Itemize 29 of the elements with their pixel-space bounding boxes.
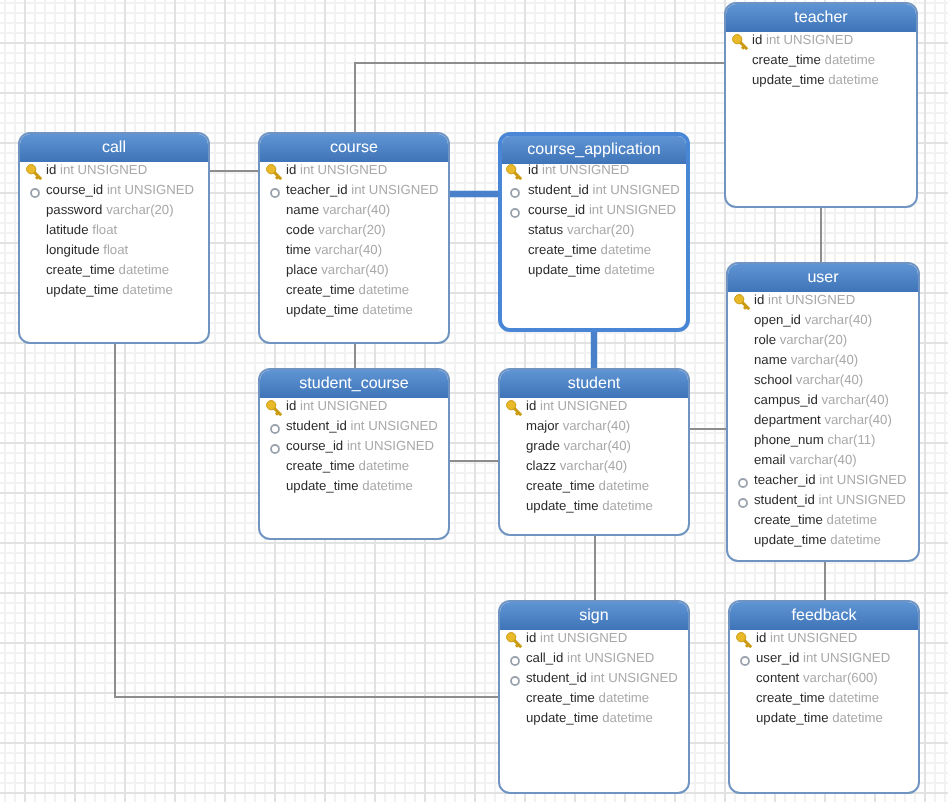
- relationship-line: [354, 62, 725, 133]
- relationship-line: [594, 535, 596, 601]
- relationship-line: [450, 190, 498, 198]
- table-header: feedback: [730, 602, 918, 630]
- entity-table: [724, 2, 918, 208]
- table-header: user: [728, 264, 918, 292]
- table-header: course_application: [502, 136, 686, 164]
- relationship-line: [449, 460, 499, 462]
- table-header: student: [500, 370, 688, 398]
- relationship-line: [209, 170, 259, 172]
- relationship-line: [114, 343, 499, 698]
- entity-table: [728, 600, 920, 794]
- table-header: sign: [500, 602, 688, 630]
- entity-table: [498, 600, 690, 794]
- relationship-line: [354, 343, 356, 369]
- relationship-line: [590, 332, 598, 368]
- relationship-line: [824, 561, 826, 601]
- table-header: course: [260, 134, 448, 162]
- table-header: teacher: [726, 4, 916, 32]
- table-header: call: [20, 134, 208, 162]
- relationship-line: [689, 428, 727, 430]
- entity-table: [258, 132, 450, 344]
- table-header: student_course: [260, 370, 448, 398]
- entity-table: [726, 262, 920, 562]
- entity-table: [258, 368, 450, 540]
- entity-table: [498, 368, 690, 536]
- entity-table: [498, 132, 690, 332]
- entity-table: [18, 132, 210, 344]
- relationship-line: [820, 207, 822, 263]
